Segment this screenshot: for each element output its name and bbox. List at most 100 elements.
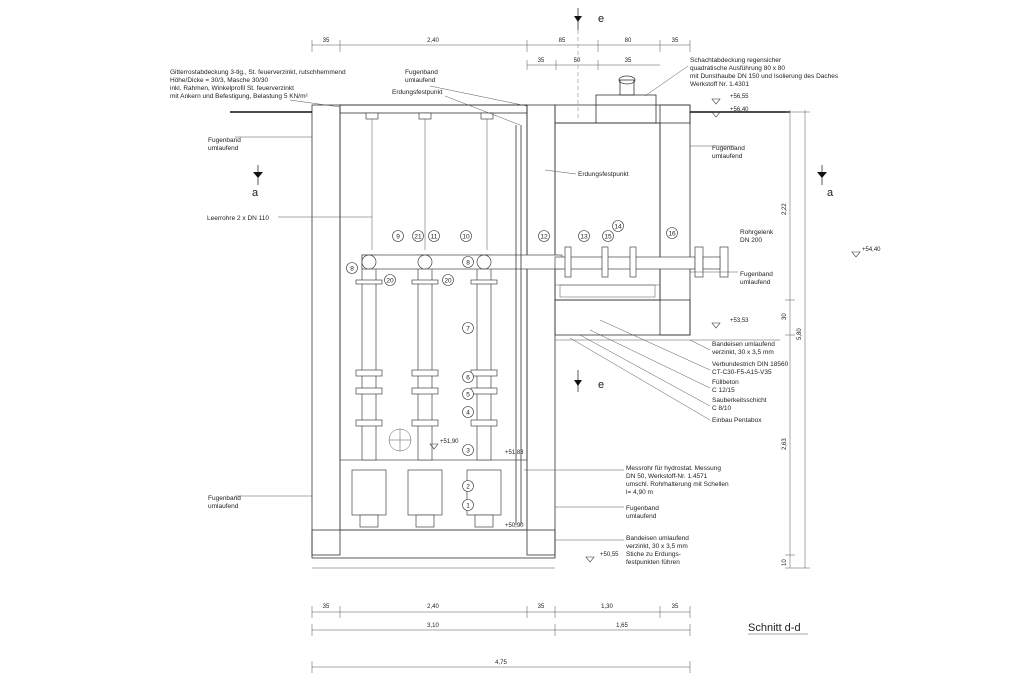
leerrohre-label: Leerrohre 2 x DN 110 [207,215,269,222]
dim-right-total: 5,80 [797,328,803,340]
section-mark-e-top: e [574,8,604,120]
annotation-leerrohre: Leerrohre 2 x DN 110 [207,215,372,222]
annotation-fugenband-right2: Fugenband umlaufend [690,271,773,286]
dim-right-2: 30 [782,313,788,320]
fugenband-right2-line-1: Fugenband [740,271,773,278]
dim-top-4: 80 [625,38,632,44]
elevation-50-90: +50,90 [505,523,524,529]
section-mark-e-mid: e [574,370,604,392]
fugenband-right3-line-2: umlaufend [626,513,657,520]
erdungsfestpunkt-mid: Erdungsfestpunkt [578,171,629,178]
item-number-text: 12 [540,233,548,240]
item-number-text: 4 [466,409,470,416]
bandeisen2-line-2: verzinkt, 30 x 3,5 mm [626,543,688,550]
dim-top-1: 35 [323,38,330,44]
item-number-badge: 20 [384,274,396,286]
fuellbeton-line-2: C 12/15 [712,387,735,394]
item-number-badge: 11 [428,230,440,242]
item-number-badge: 13 [578,230,590,242]
elevation-51-83: +51,83 [505,450,524,456]
elevation-54-40: +54,40 [862,247,881,253]
dim-bottom-1: 35 [323,604,330,610]
item-number-text: 13 [580,233,588,240]
item-number-badge: 4 [462,406,474,418]
dim-right-3: 2,63 [782,438,788,450]
item-number-text: 10 [462,233,470,240]
dim-bottom-5: 35 [672,604,679,610]
item-number-badge: 2 [462,480,474,492]
item-number-badge: 7 [462,322,474,334]
dim-bottom-total: 4,75 [495,660,507,666]
dim-right-4: 10 [782,559,788,566]
item-number-text: 15 [604,233,612,240]
shaft-structure [230,75,790,569]
item-number-text: 14 [614,223,622,230]
section-e-top-label: e [598,13,604,25]
annotation-schacht: Schachtabdeckung regensicher quadratisch… [644,57,839,97]
top-dimension-chain: 35 2,40 85 80 35 35 50 35 [311,38,691,70]
schacht-line-1: Schachtabdeckung regensicher [690,57,782,64]
item-number-badge: 20 [442,274,454,286]
bandeisen1-line-2: verzinkt, 30 x 3,5 mm [712,349,774,356]
pentabox-label: Einbau Pentabox [712,417,762,424]
elevation-markers: +56,55 +56,40 +54,40 +53,53 +51,90 +51,8… [429,94,881,563]
item-number-text: 1 [466,502,470,509]
dim-top-sub-3: 35 [625,58,632,64]
item-number-text: 9 [396,233,400,240]
messrohr-line-2: DN 50, Werkstoff-Nr. 1.4571 [626,473,708,480]
item-number-text: 20 [386,277,394,284]
section-a-left-label: a [252,187,259,199]
item-number-text: 21 [414,233,422,240]
verbundestrich-line-1: Verbundestrich DIN 18560 [712,361,789,368]
item-number-badge: 14 [612,220,624,232]
item-number-badge: 3 [462,444,474,456]
gitterrost-line-4: mit Ankern und Befestigung, Belastung 5 … [170,93,308,100]
fugenband-right1-line-2: umlaufend [712,153,743,160]
item-number-text: 2 [466,483,470,490]
gitterrost-line-1: Gitterrostabdeckung 3-tlg., St. feuerver… [170,69,346,76]
elevation-51-90: +51,90 [440,439,459,445]
annotation-gitterrost: Gitterrostabdeckung 3-tlg., St. feuerver… [170,69,346,108]
verbundestrich-line-2: CT-C30-F5-A15-V35 [712,369,772,376]
schacht-line-2: quadratische Ausführung 80 x 80 [690,65,785,72]
dim-right-1: 2,22 [782,203,788,215]
item-number-badge: 21 [412,230,424,242]
item-number-badge: 9 [392,230,404,242]
annotation-fugenband-right1: Fugenband umlaufend [690,145,745,160]
dim-bottom-row2-1: 3,10 [427,623,439,629]
section-mark-a: a a [252,165,834,199]
dim-top-3: 85 [559,38,566,44]
fugenband-left2-line-1: Fugenband [208,495,241,502]
annotation-rohrgelenk: Rohrgelenk DN 200 [740,229,774,244]
bandeisen2-line-4: festpunkten führen [626,559,680,566]
elevation-56-55: +56,55 [730,94,749,100]
rohrgelenk-line-1: Rohrgelenk [740,229,774,236]
messrohr-line-1: Messrohr für hydrostat. Messung [626,465,721,472]
item-number-text: 7 [466,325,470,332]
item-number-badge: 8 [462,256,474,268]
right-vertical-dimensions: 2,22 30 5,80 2,63 10 [782,110,810,569]
annotation-fugenband-top: Fugenband umlaufend Erdungsfestpunkt [392,69,528,126]
item-number-text: 11 [431,233,438,240]
dim-top-sub-1: 35 [538,58,545,64]
gitterrost-line-3: inkl. Rahmen, Winkelprofil St. feuerverz… [170,85,294,92]
item-number-badge: 15 [602,230,614,242]
item-number-badge: 16 [666,227,678,239]
erdungsfestpunkt-top: Erdungsfestpunkt [392,89,443,96]
annotation-messrohr: Messrohr für hydrostat. Messung DN 50, W… [524,465,729,496]
fugenband-left1-line-1: Fugenband [208,137,241,144]
item-number-badge: 12 [538,230,550,242]
drawing-title: Schnitt d-d [748,622,801,634]
rohrgelenk-line-2: DN 200 [740,237,762,244]
fugenband-top-line-2: umlaufend [405,77,436,84]
fugenband-right1-line-1: Fugenband [712,145,745,152]
pump-columns [351,125,729,528]
gitterrost-line-2: Höhe/Dicke = 30/3, Masche 30/30 [170,77,268,84]
annotation-fugenband-left1: Fugenband umlaufend [208,136,312,152]
messrohr-line-3: umschl. Rohrhalterung mit Schellen [626,481,729,488]
grating-cover [339,104,528,250]
dim-bottom-row2-2: 1,65 [616,623,628,629]
section-a-right-label: a [827,187,834,199]
fugenband-left2-line-2: umlaufend [208,503,239,510]
